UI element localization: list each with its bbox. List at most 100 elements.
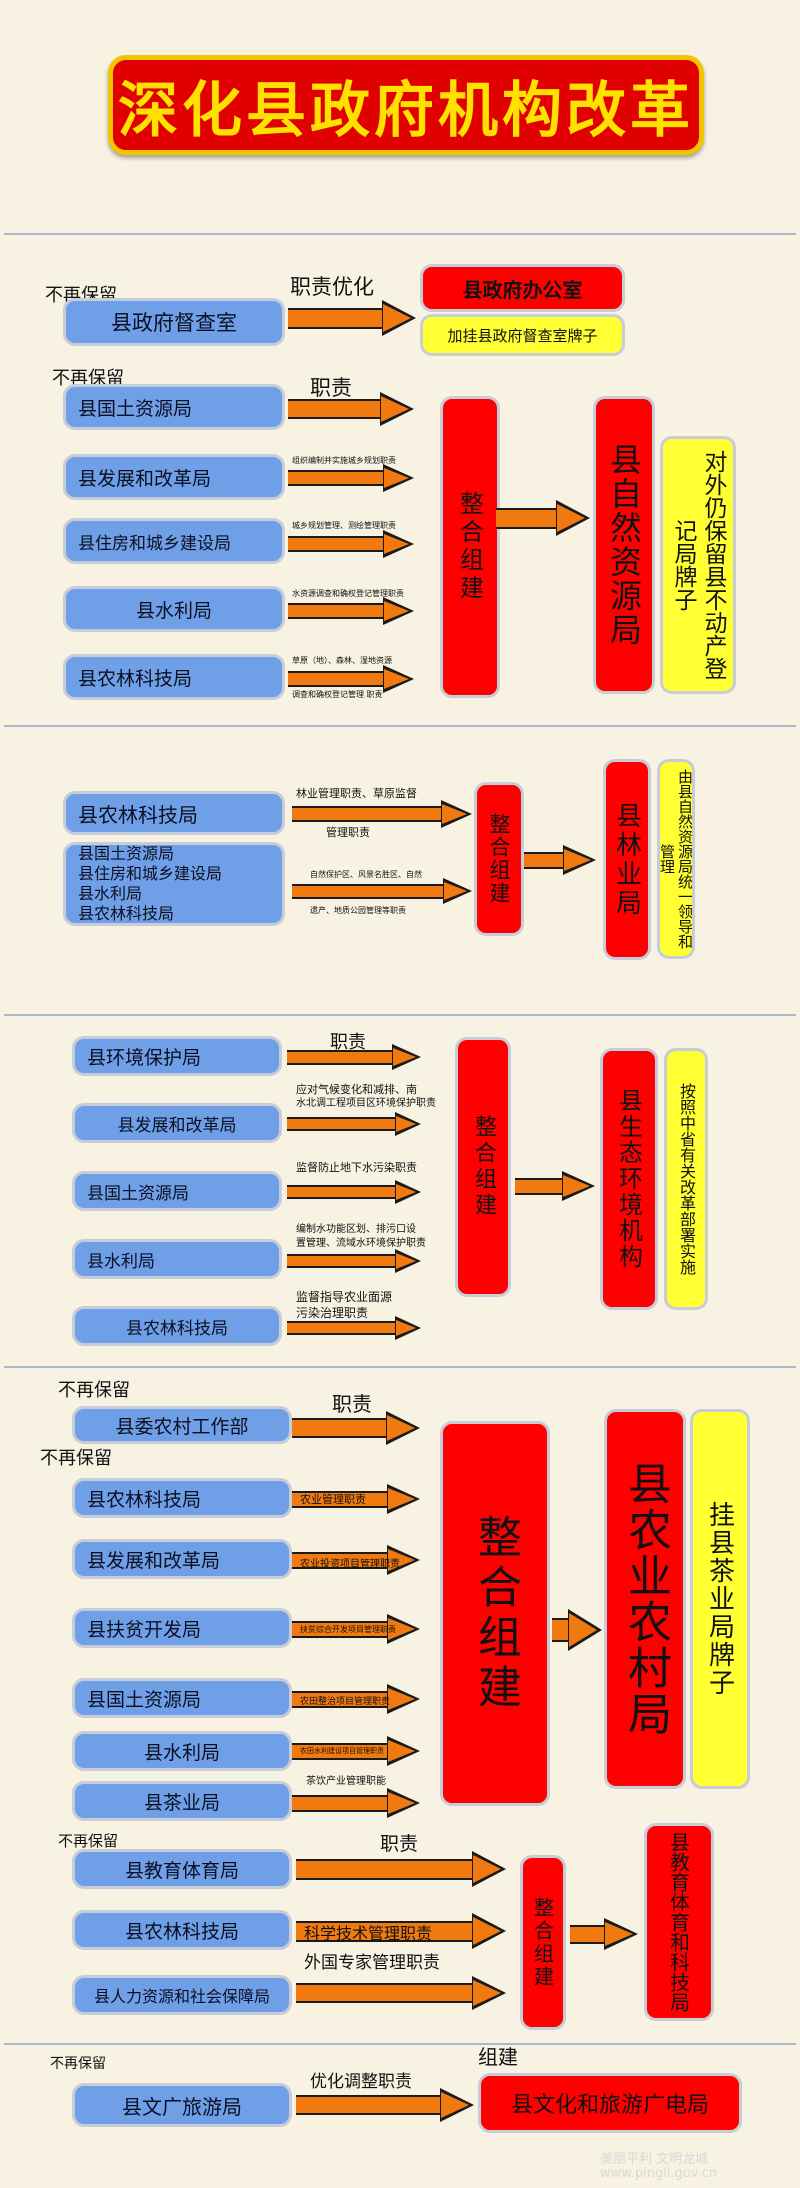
- arrow-label-small: 草原（地）、森林、湿地资源: [292, 656, 392, 665]
- flow-arrow: [292, 878, 472, 904]
- arrow-shaft: [292, 1742, 389, 1760]
- arrow-head-fill: [388, 1791, 415, 1814]
- section-divider: [4, 2043, 796, 2045]
- arrow-head-fill: [384, 600, 409, 621]
- build-label: 组建: [478, 2045, 518, 2069]
- flow-arrow: [296, 2088, 474, 2122]
- arrow-head-fill: [387, 1414, 415, 1441]
- arrow-label: 职责: [380, 1833, 419, 1855]
- flow-arrow: [288, 597, 414, 625]
- arrow-label: 优化调整职责: [310, 2072, 412, 2092]
- not-retained-tag: 不再保留: [58, 1832, 119, 1850]
- arrow-head-fill: [473, 1916, 501, 1945]
- arrow-label-small: 组织编制并实施城乡规划职责: [292, 456, 396, 465]
- arrow-head-fill: [444, 881, 467, 900]
- arrow-label: 职责: [332, 1392, 372, 1416]
- source-box: 县委农村工作部: [72, 1406, 292, 1444]
- flow-arrow: [288, 665, 414, 693]
- arrow-shaft: [292, 806, 443, 822]
- flow-arrow: [288, 392, 414, 426]
- flow-arrow inner-labeled: [292, 1484, 420, 1514]
- arrow-shaft: [288, 470, 385, 486]
- arrow-shaft: [292, 1794, 389, 1812]
- source-box: 县农林科技局: [63, 654, 285, 700]
- arrow-shaft: [515, 1177, 564, 1195]
- arrow-shaft: [288, 603, 385, 619]
- flow-arrow: [496, 500, 590, 536]
- flow-arrow: [296, 1976, 506, 2010]
- arrow-label-small: 监督指导农业面源: [296, 1290, 393, 1304]
- arrow-label-small: 监督防止地下水污染职责: [296, 1161, 417, 1174]
- arrow-shaft: [292, 1620, 389, 1638]
- arrow-inner-label: 农田水利建设项目管理职责: [300, 1747, 384, 1755]
- flow-arrow: [524, 845, 596, 875]
- arrow-head-fill: [388, 1487, 415, 1510]
- result-note-box: 由县自然资源局统一领导和管理: [657, 759, 695, 959]
- source-box: 县茶业局: [72, 1781, 292, 1821]
- flow-arrow inner-labeled: [296, 1913, 506, 1949]
- arrow-shaft: [288, 671, 385, 687]
- arrow-label-small: 遗产、地质公园管理等职责: [310, 906, 406, 915]
- flow-arrow inner-labeled: [292, 1736, 420, 1766]
- arrow-head-fill: [396, 1115, 416, 1132]
- arrow-shaft: [288, 307, 384, 329]
- arrow-shaft: [288, 399, 382, 419]
- arrow-shaft: [287, 1185, 397, 1199]
- source-box-culture-tourism: 县文广旅游局: [72, 2083, 292, 2127]
- flow-arrow: [292, 1411, 420, 1445]
- source-box: 县环境保护局: [72, 1036, 282, 1076]
- flow-arrow: [296, 1851, 506, 1887]
- result-note-box: 挂县茶业局牌子: [690, 1409, 750, 1789]
- flow-arrow: [570, 1918, 638, 1950]
- watermark-url: www.pingli.gov.cn: [600, 2166, 717, 2181]
- flow-arrow: [288, 464, 414, 492]
- section-divider: [4, 1366, 796, 1368]
- source-box: 县发展和改革局: [72, 1539, 292, 1579]
- arrow-shaft: [287, 1117, 397, 1131]
- arrow-head-fill: [393, 1047, 416, 1066]
- arrow-shaft: [292, 1551, 389, 1569]
- arrow-label-small: 城乡规划管理、测绘管理职责: [292, 521, 396, 530]
- arrow-label-small: 林业管理职责、草原监督: [296, 787, 417, 800]
- arrow-shaft: [296, 2095, 442, 2115]
- arrow-inner-label: 扶贫综合开发项目管理职责: [300, 1625, 396, 1634]
- arrow-inner-label: 农业管理职责: [300, 1493, 366, 1506]
- flow-arrow: [292, 1788, 420, 1818]
- not-retained-tag: 不再保留: [58, 1380, 130, 1401]
- arrow-label: 外国专家管理职责: [304, 1953, 440, 1973]
- source-box: 县住房和城乡建设局: [63, 518, 285, 564]
- arrow-head-fill: [605, 1921, 633, 1946]
- arrow-head-fill: [563, 1174, 590, 1197]
- arrow-head-fill: [384, 533, 409, 554]
- source-box: 县教育体育局: [72, 1849, 292, 1889]
- merge-box: 整合组建: [474, 782, 524, 936]
- flow-arrow: [292, 800, 472, 828]
- arrow-head-fill: [396, 1319, 416, 1336]
- flow-arrow: [288, 530, 414, 558]
- flow-arrow: [287, 1044, 421, 1070]
- section-divider: [4, 233, 796, 235]
- arrow-head-fill: [396, 1183, 416, 1200]
- merge-box: 整合组建: [455, 1037, 511, 1297]
- watermark-text: 美丽平利 文明龙城: [600, 2152, 709, 2167]
- arrow-shaft: [552, 1618, 570, 1642]
- arrow-shaft: [292, 1418, 388, 1438]
- arrow-label: 职责: [330, 1032, 366, 1053]
- arrow-shaft: [287, 1321, 397, 1335]
- source-box: 县水利局: [72, 1239, 282, 1279]
- source-box: 县扶贫开发局: [72, 1608, 292, 1648]
- arrow-shaft: [524, 851, 565, 869]
- arrow-label-small: 污染治理职责: [296, 1306, 369, 1320]
- flow-arrow: [287, 1249, 421, 1273]
- flow-arrow: [287, 1316, 421, 1340]
- result-box-natural-resources: 县自然资源局: [593, 396, 655, 694]
- source-box: 县发展和改革局: [63, 454, 285, 500]
- arrow-head-fill: [473, 1979, 501, 2006]
- source-box: 县农林科技局: [72, 1910, 292, 1950]
- arrow-label: 职责: [310, 376, 352, 400]
- arrow-label-small: 应对气候变化和减排、南: [296, 1083, 417, 1096]
- arrow-shaft: [296, 1983, 474, 2003]
- arrow-head-fill: [383, 303, 411, 332]
- arrow-head-fill: [441, 2091, 469, 2118]
- arrow-label-small: 水北调工程项目区环境保护职责: [296, 1098, 436, 1109]
